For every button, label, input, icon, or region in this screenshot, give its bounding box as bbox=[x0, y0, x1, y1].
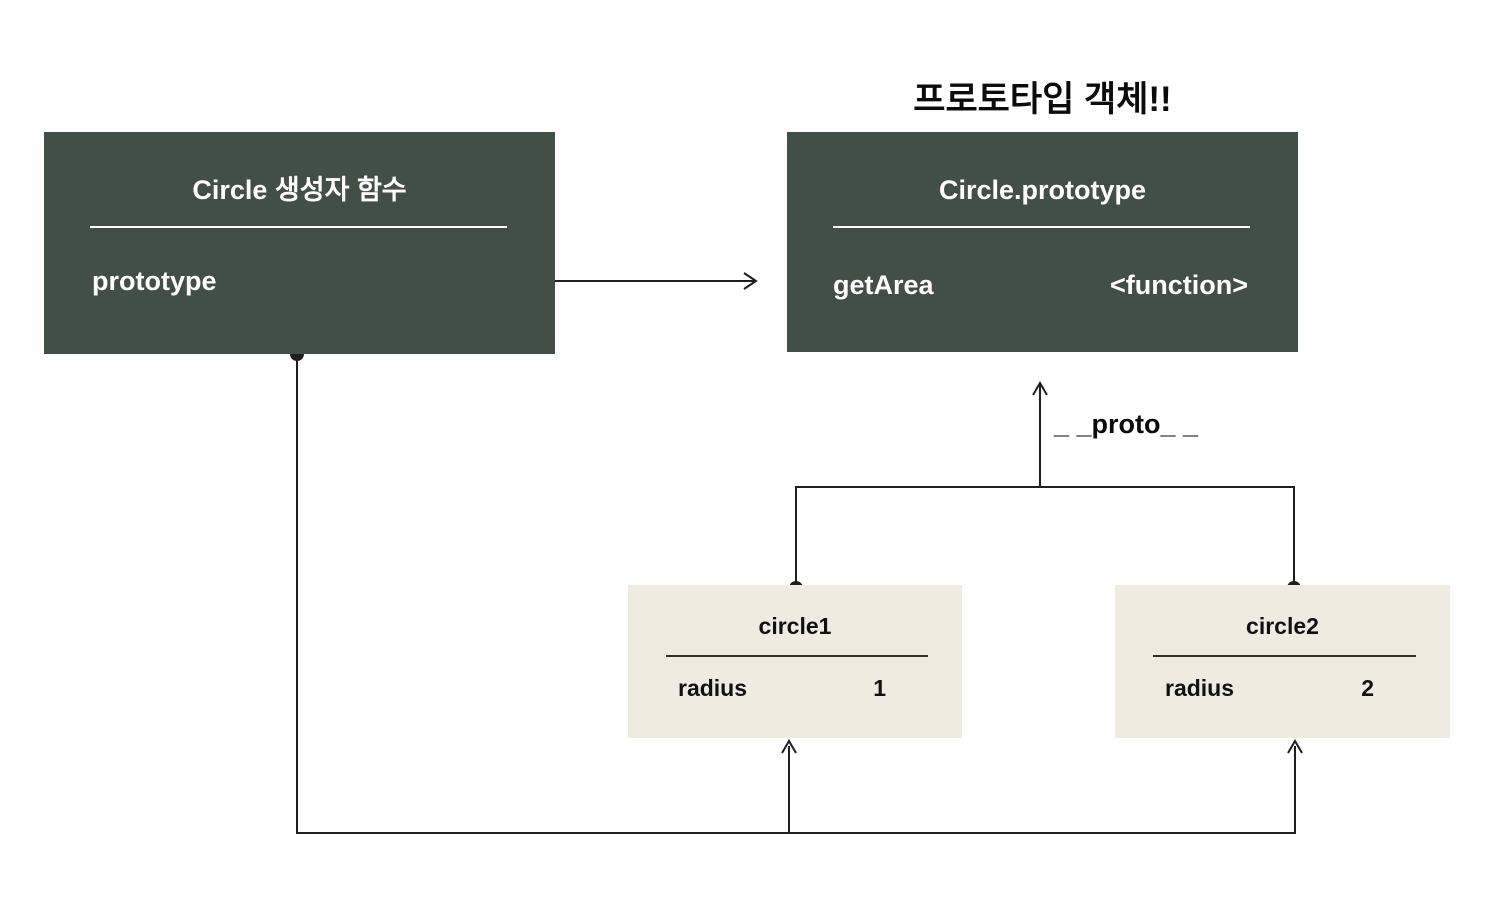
constructor-box-divider bbox=[90, 226, 507, 228]
prototype-box-divider bbox=[833, 226, 1250, 228]
circle2-row: radius 2 bbox=[1165, 674, 1374, 702]
instance-box-circle1: circle1 radius 1 bbox=[628, 585, 962, 738]
prototype-box-row: getArea <function> bbox=[833, 270, 1248, 300]
circle1-property-value: 1 bbox=[873, 675, 886, 701]
wire-proto-tree bbox=[795, 486, 1295, 588]
circle2-divider bbox=[1153, 655, 1416, 657]
proto-link-label: _ _proto_ _ bbox=[1054, 409, 1199, 439]
arrowhead-up-circle2-icon bbox=[1287, 739, 1303, 754]
constructor-box-title: Circle 생성자 함수 bbox=[192, 175, 407, 205]
arrowhead-up-proto-icon bbox=[1032, 381, 1048, 396]
wire-group bbox=[296, 272, 1303, 834]
prototype-property-label: prototype bbox=[92, 266, 217, 296]
arrowhead-right-icon bbox=[743, 272, 758, 290]
constructor-box-row: prototype bbox=[92, 266, 505, 296]
constructor-box: Circle 생성자 함수 prototype bbox=[44, 132, 555, 354]
circle2-title: circle2 bbox=[1246, 613, 1319, 639]
wire-constructor-to-instances bbox=[296, 354, 1296, 834]
arrowhead-up-circle1-icon bbox=[781, 739, 797, 754]
prototype-box: Circle.prototype getArea <function> bbox=[787, 132, 1298, 352]
prototype-box-title: Circle.prototype bbox=[938, 175, 1147, 205]
circle1-row: radius 1 bbox=[678, 674, 886, 702]
circle1-property-label: radius bbox=[678, 675, 748, 701]
method-value-label: <function> bbox=[1109, 270, 1248, 300]
circle2-property-label: radius bbox=[1165, 675, 1235, 701]
method-name-label: getArea bbox=[833, 270, 934, 300]
prototype-object-heading: 프로토타입 객체!! bbox=[913, 80, 1172, 119]
circle1-divider bbox=[666, 655, 928, 657]
circle2-property-value: 2 bbox=[1361, 675, 1374, 701]
circle1-title: circle1 bbox=[758, 613, 832, 639]
instance-box-circle2: circle2 radius 2 bbox=[1115, 585, 1450, 738]
